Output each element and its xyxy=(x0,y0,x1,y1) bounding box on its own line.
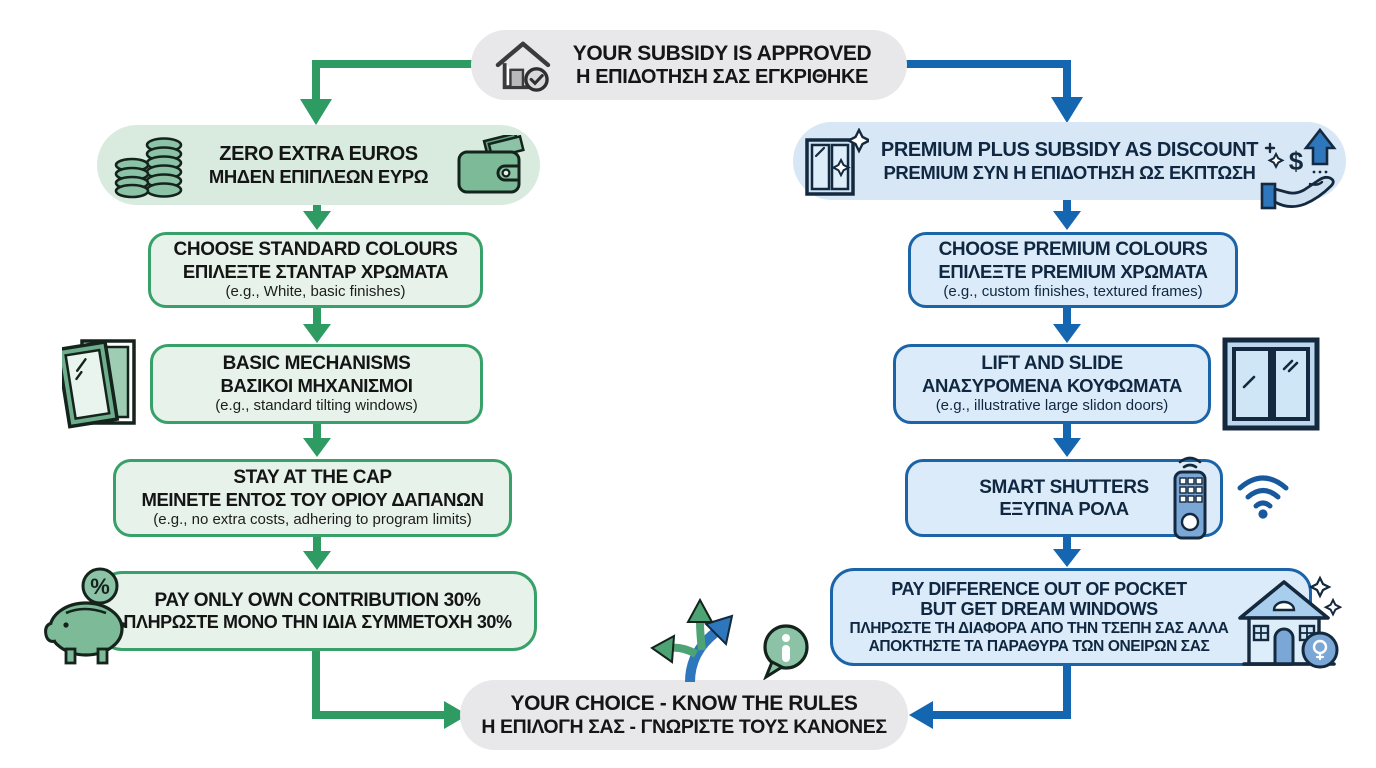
connector-left-to-footer xyxy=(312,651,468,729)
node-title-en: LIFT AND SLIDE xyxy=(981,353,1123,375)
node-title-gr: ΕΠΙΛΕΞΤΕ ΣΤΑΝΤΑΡ ΧΡΩΜΑΤΑ xyxy=(182,260,449,282)
connector-right-1-2 xyxy=(1053,199,1081,230)
node-title-en: PREMIUM PLUS SUBSIDY AS DISCOUNT xyxy=(880,139,1259,162)
connector-root-to-right xyxy=(903,60,1083,123)
branching-arrows-icon xyxy=(638,592,756,682)
connector-left-2-3 xyxy=(303,307,331,343)
flow-node-premium-subsidy-discount: $ PREMIUM PLUS SUBSIDY AS DISCOUNT PREMI… xyxy=(793,122,1346,210)
node-title-gr: ΕΠΙΛΕΞΤΕ PREMIUM ΧΡΩΜΑΤΑ xyxy=(938,260,1208,282)
sparkle-window-icon xyxy=(803,128,869,200)
node-note: (e.g., standard tilting windows) xyxy=(215,396,418,414)
house-approved-icon xyxy=(493,38,551,92)
info-bubble-icon xyxy=(756,622,814,680)
wifi-icon xyxy=(1234,468,1292,520)
root-title-en: YOUR SUBSIDY IS APPROVED xyxy=(572,41,872,65)
connector-right-2-3 xyxy=(1053,307,1081,343)
node-title-en: PAY ONLY OWN CONTRIBUTION 30% xyxy=(154,589,481,611)
footer-title-gr: Η ΕΠΙΛΟΓΗ ΣΑΣ - ΓΝΩΡΙΣΤΕ ΤΟΥΣ ΚΑΝΟΝΕΣ xyxy=(481,715,887,738)
node-title-gr: PREMIUM ΣΥΝ Η ΕΠΙΔΟΤΗΣΗ ΩΣ ΕΚΠΤΩΣΗ xyxy=(883,161,1256,183)
node-title-gr: ΜΕΙΝΕΤΕ ΕΝΤΟΣ ΤΟΥ ΟΡΙΟΥ ΔΑΠΑΝΩΝ xyxy=(141,488,484,510)
flow-node-choose-standard-colours: CHOOSE STANDARD COLOURS ΕΠΙΛΕΞΤΕ ΣΤΑΝΤΑΡ… xyxy=(148,232,483,308)
flow-node-lift-and-slide: LIFT AND SLIDE ΑΝΑΣΥΡΟΜΕΝΑ ΚΟΥΦΩΜΑΤΑ (e.… xyxy=(893,344,1211,424)
flow-node-basic-mechanisms: BASIC MECHANISMS ΒΑΣΙΚΟΙ ΜΗΧΑΝΙΣΜΟΙ (e.g… xyxy=(150,344,483,424)
flow-node-stay-at-the-cap: STAY AT THE CAP ΜΕΙΝΕΤΕ ΕΝΤΟΣ ΤΟΥ ΟΡΙΟΥ … xyxy=(113,459,512,537)
node-title-en: CHOOSE PREMIUM COLOURS xyxy=(938,239,1208,261)
flow-node-footer: YOUR CHOICE - KNOW THE RULES Η ΕΠΙΛΟΓΗ Σ… xyxy=(460,680,908,750)
flow-node-root: YOUR SUBSIDY IS APPROVED Η ΕΠΙΔΟΤΗΣΗ ΣΑΣ… xyxy=(471,30,907,100)
root-title-gr: Η ΕΠΙΔΟΤΗΣΗ ΣΑΣ ΕΓΚΡΙΘΗΚΕ xyxy=(576,65,868,88)
tilting-window-icon xyxy=(62,337,140,433)
node-title-en: CHOOSE STANDARD COLOURS xyxy=(173,239,458,261)
node-note: (e.g., no extra costs, adhering to progr… xyxy=(153,510,472,528)
svg-text:$: $ xyxy=(1289,146,1304,176)
connector-left-1-2 xyxy=(303,203,331,230)
node-title-gr: ΑΝΑΣΥΡΟΜΕΝΑ ΚΟΥΦΩΜΑΤΑ xyxy=(921,374,1183,396)
node-title-en: SMART SHUTTERS xyxy=(979,476,1149,498)
node-title-en: ZERO EXTRA EUROS xyxy=(219,143,418,166)
flow-node-choose-premium-colours: CHOOSE PREMIUM COLOURS ΕΠΙΛΕΞΤΕ PREMIUM … xyxy=(908,232,1238,308)
node-title-en-1: PAY DIFFERENCE OUT OF POCKET xyxy=(891,578,1187,599)
connector-right-4-5 xyxy=(1053,536,1081,567)
connector-left-3-4 xyxy=(303,423,331,457)
sliding-door-icon xyxy=(1222,337,1320,431)
connector-root-to-left xyxy=(300,60,475,125)
footer-title-en: YOUR CHOICE - KNOW THE RULES xyxy=(510,691,858,715)
node-title-gr: ΠΛΗΡΩΣΤΕ ΜΟΝΟ ΤΗΝ ΙΔΙΑ ΣΥΜΜΕΤΟΧΗ 30% xyxy=(123,611,512,632)
svg-text:%: % xyxy=(90,574,110,599)
node-title-gr: ΜΗΔΕΝ ΕΠΙΠΛΕΩΝ ΕΥΡΩ xyxy=(208,165,429,187)
connector-right-to-footer xyxy=(909,665,1071,729)
flow-node-smart-shutters: SMART SHUTTERS ΕΞΥΠΝΑ ΡΟΛΑ xyxy=(905,456,1223,540)
node-note: (e.g., White, basic finishes) xyxy=(225,282,406,300)
remote-control-icon xyxy=(1168,450,1212,542)
wallet-icon xyxy=(456,135,526,197)
flow-node-pay-own-contribution: PAY ONLY OWN CONTRIBUTION 30% ΠΛΗΡΩΣΤΕ Μ… xyxy=(98,571,537,651)
node-title-en: BASIC MECHANISMS xyxy=(222,353,411,375)
hand-money-icon: $ xyxy=(1258,126,1344,214)
node-title-gr: ΕΞΥΠΝΑ ΡΟΛΑ xyxy=(999,498,1129,520)
coins-icon xyxy=(113,133,191,199)
node-title-gr-1: ΠΛΗΡΩΣΤΕ ΤΗ ΔΙΑΦΟΡΑ ΑΠΟ ΤΗΝ ΤΣΕΠΗ ΣΑΣ ΑΛ… xyxy=(849,619,1229,637)
dream-house-icon xyxy=(1236,570,1342,676)
node-title-en-2: BUT GET DREAM WINDOWS xyxy=(920,599,1158,620)
connector-left-4-5 xyxy=(303,536,331,570)
node-title-gr: ΒΑΣΙΚΟΙ ΜΗΧΑΝΙΣΜΟΙ xyxy=(220,374,413,396)
node-title-gr-2: ΑΠΟΚΤΗΣΤΕ ΤΑ ΠΑΡΑΘΥΡΑ ΤΩΝ ΟΝΕΙΡΩΝ ΣΑΣ xyxy=(868,637,1210,655)
flow-node-pay-difference: PAY DIFFERENCE OUT OF POCKET BUT GET DRE… xyxy=(830,568,1312,666)
flow-node-zero-extra-euros: ZERO EXTRA EUROS ΜΗΔΕΝ ΕΠΙΠΛΕΩΝ ΕΥΡΩ xyxy=(97,125,540,205)
piggy-bank-icon: % xyxy=(42,565,142,669)
node-note: (e.g., illustrative large slidon doors) xyxy=(935,396,1169,414)
node-note: (e.g., custom finishes, textured frames) xyxy=(943,282,1203,300)
connector-right-3-4 xyxy=(1053,423,1081,457)
node-title-en: STAY AT THE CAP xyxy=(233,467,392,489)
